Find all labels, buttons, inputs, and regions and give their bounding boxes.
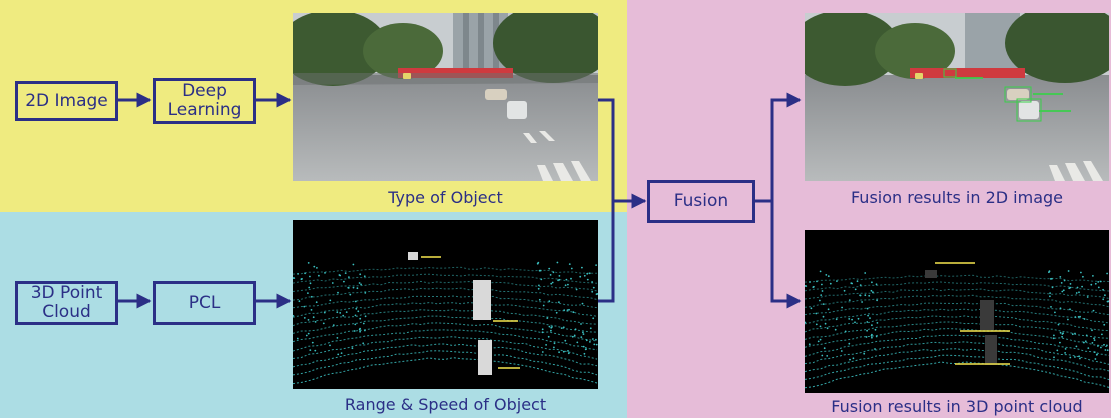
node-pcl: PCL	[153, 281, 256, 325]
camera-image	[293, 13, 598, 181]
node-deep-learning: Deep Learning	[153, 78, 256, 124]
caption-fusion-3d: Fusion results in 3D point cloud	[831, 397, 1083, 416]
caption-range-speed: Range & Speed of Object	[344, 395, 547, 414]
fusion-camera-image	[805, 13, 1109, 181]
fusion-lidar-image	[805, 230, 1109, 393]
caption-type-of-object: Type of Object	[388, 188, 503, 207]
node-fusion: Fusion	[647, 180, 755, 223]
lidar-image	[293, 220, 598, 389]
node-2d-image: 2D Image	[15, 81, 118, 121]
node-3d-point-cloud: 3D Point Cloud	[15, 281, 118, 325]
caption-fusion-2d: Fusion results in 2D image	[850, 188, 1064, 207]
